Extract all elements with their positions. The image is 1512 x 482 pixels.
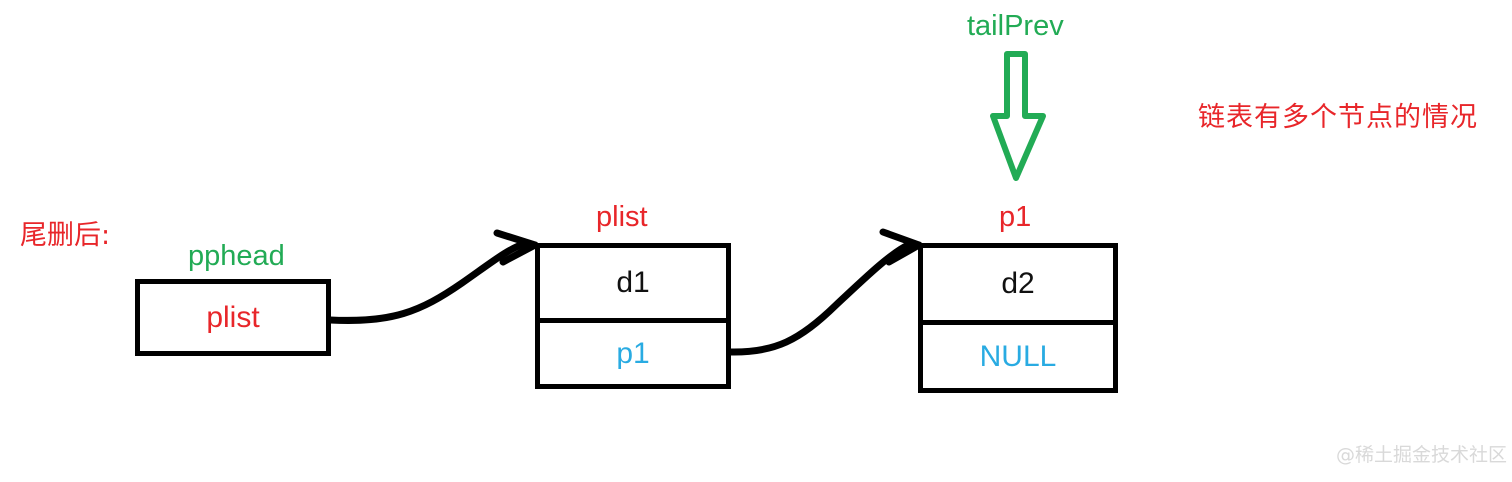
node1-to-node2-arrow bbox=[726, 228, 923, 356]
pphead-box: plist bbox=[135, 279, 331, 356]
node2-data-cell: d2 bbox=[1001, 267, 1035, 300]
node1-box: d1 p1 bbox=[535, 243, 731, 389]
pphead-pointer-label: pphead bbox=[188, 240, 285, 272]
node2-pointer-label: p1 bbox=[999, 201, 1032, 233]
diagram-note: 链表有多个节点的情况 bbox=[1198, 102, 1478, 133]
node2-cell-divider bbox=[923, 320, 1113, 325]
watermark: @稀土掘金技术社区 bbox=[1336, 444, 1508, 466]
node1-cell-divider bbox=[540, 318, 726, 323]
tailprev-down-arrow bbox=[990, 51, 1046, 181]
node1-next-cell: p1 bbox=[616, 336, 650, 370]
node2-next-cell: NULL bbox=[979, 339, 1057, 373]
node2-box: d2 NULL bbox=[918, 243, 1118, 393]
tailprev-label: tailPrev bbox=[967, 10, 1064, 42]
pphead-box-value: plist bbox=[206, 300, 260, 334]
step-label: 尾删后: bbox=[20, 220, 111, 251]
node1-pointer-label: plist bbox=[596, 201, 648, 233]
node1-data-cell: d1 bbox=[616, 266, 650, 299]
pphead-to-node1-arrow bbox=[326, 229, 539, 324]
